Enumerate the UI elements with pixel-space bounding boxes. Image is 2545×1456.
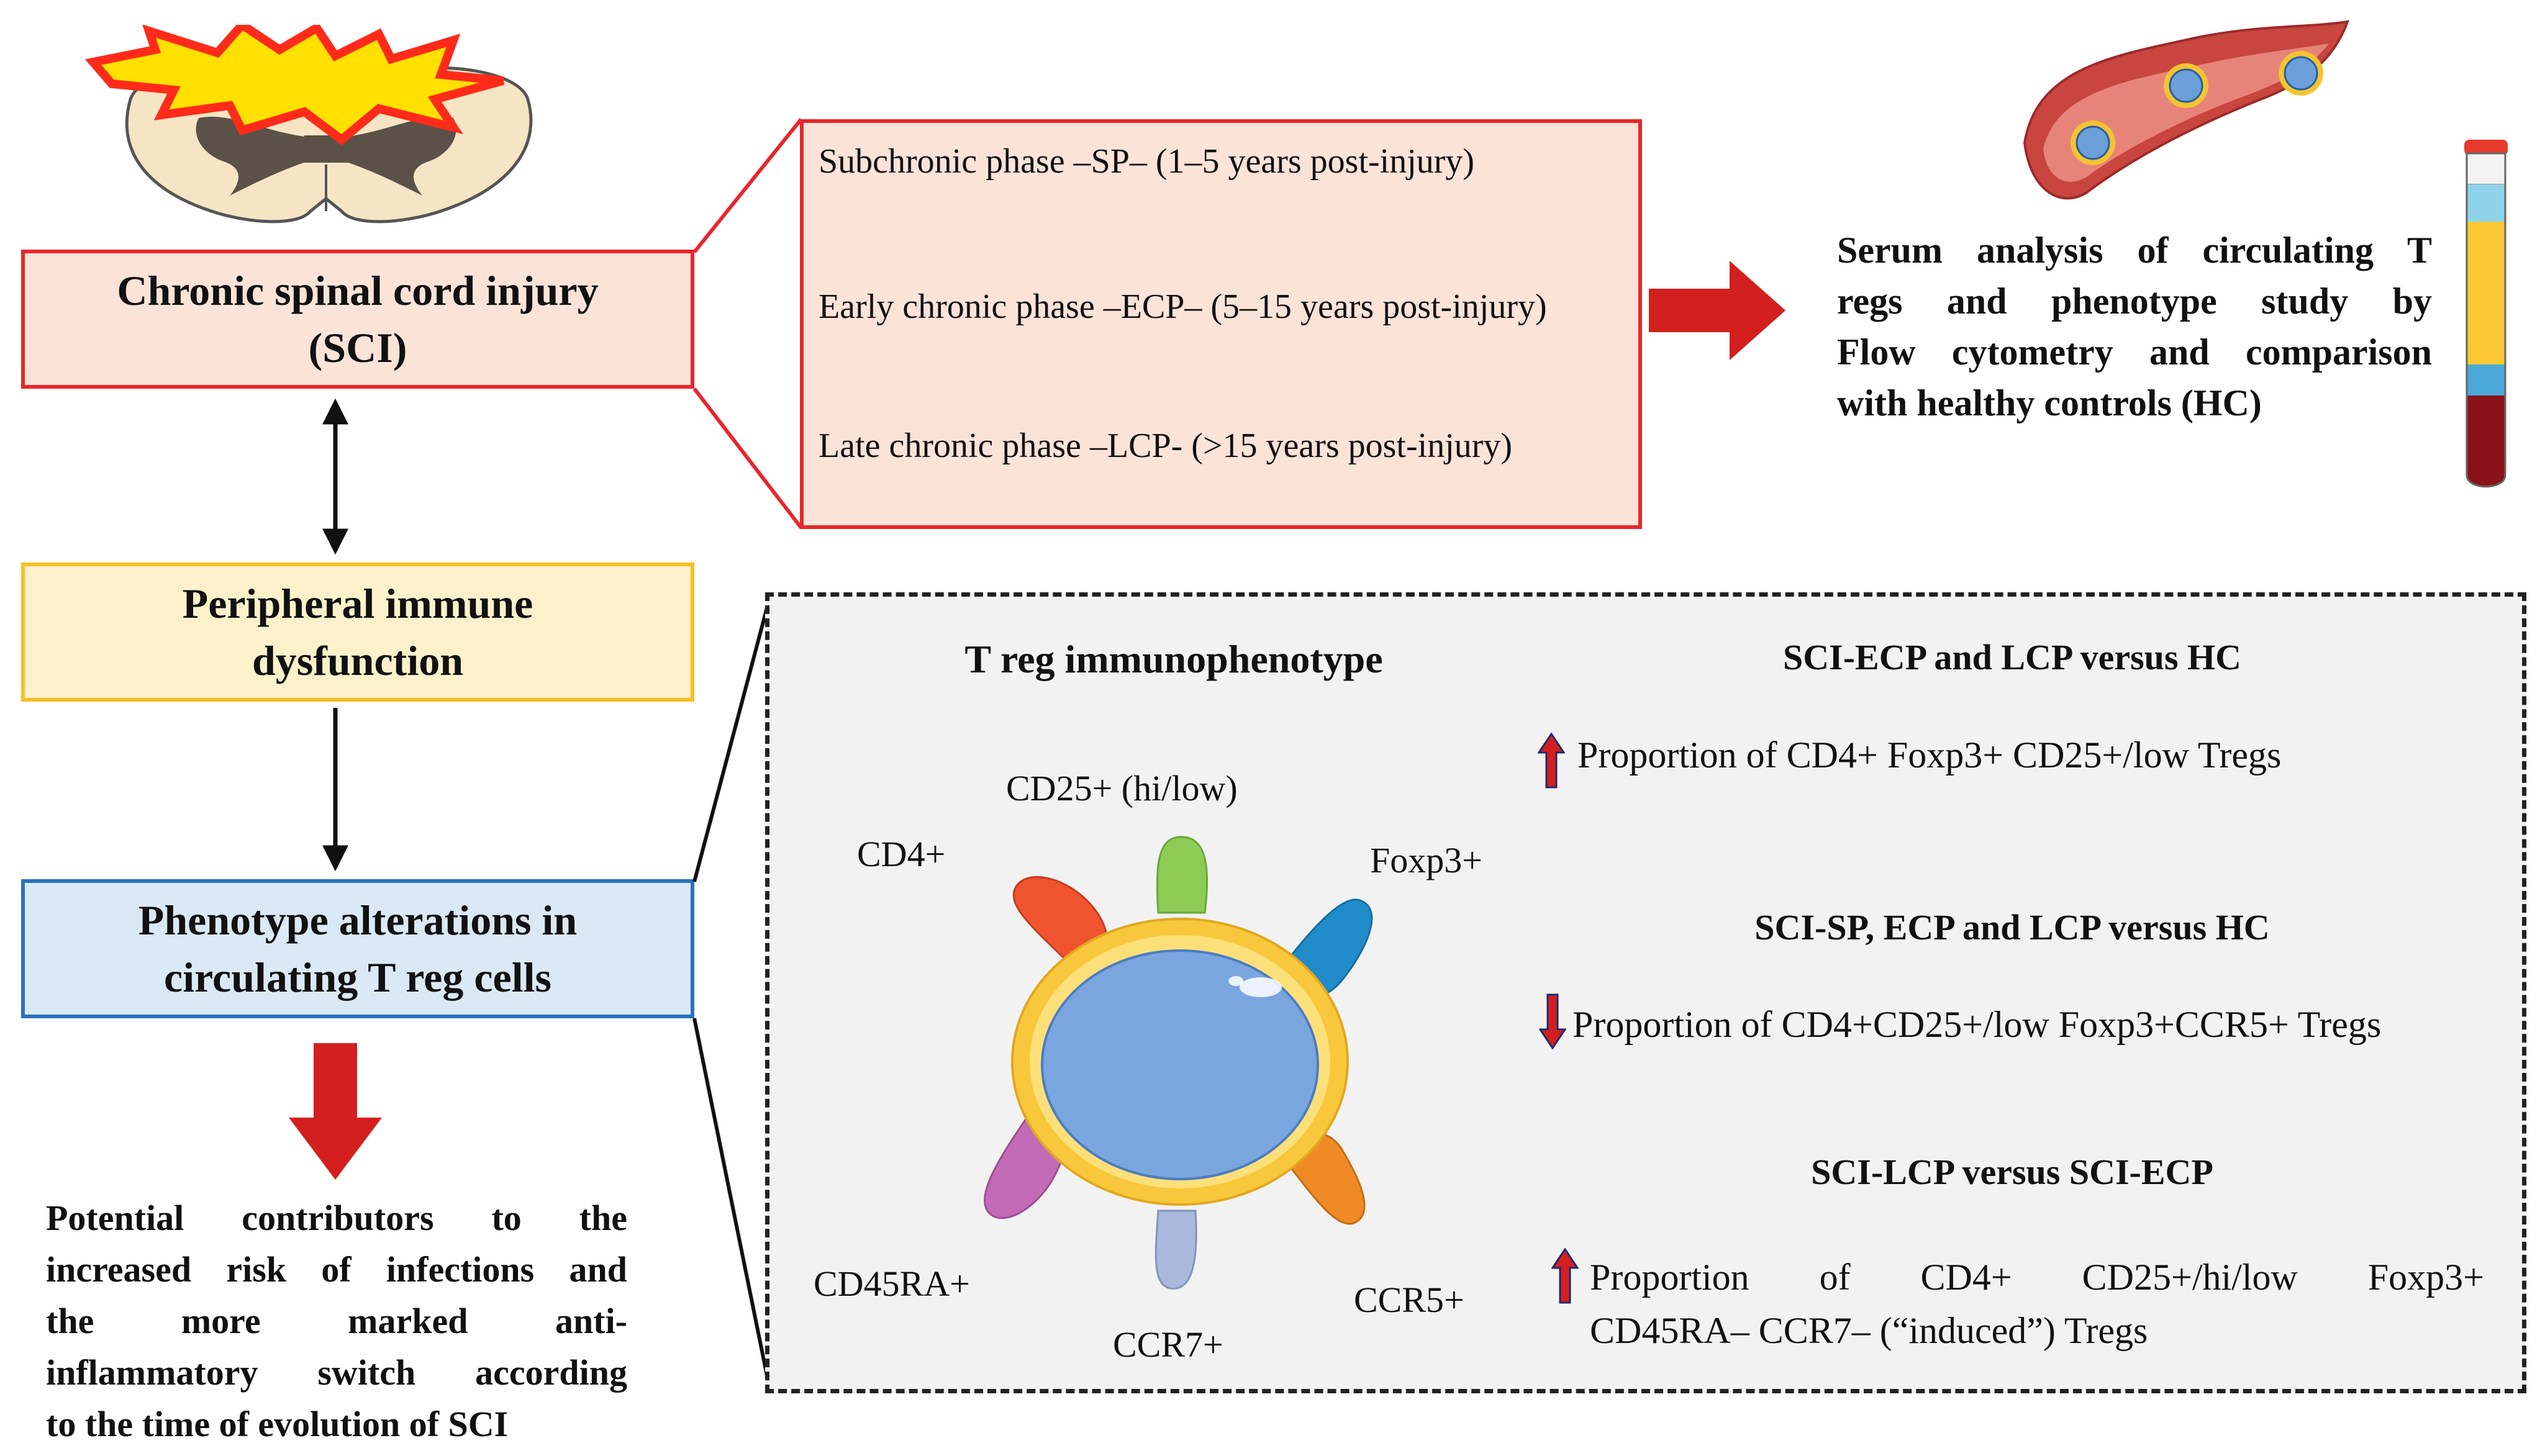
conclusion-text: Potential contributors to the increased … bbox=[46, 1192, 627, 1450]
serum-line-2: regs and phenotype study by bbox=[1837, 281, 2432, 322]
serum-analysis-text: Serum analysis of circulating T regs and… bbox=[1837, 225, 2432, 428]
serum-line-3: Flow cytometry and comparison bbox=[1837, 332, 2432, 373]
vessel-cell-1 bbox=[2071, 120, 2115, 165]
receptor-cd25 bbox=[1156, 836, 1209, 914]
immune-box: Peripheral immune dysfunction bbox=[21, 563, 694, 702]
treg-title: T reg immunophenotype bbox=[964, 637, 1383, 681]
marker-foxp3: Foxp3+ bbox=[1370, 840, 1482, 880]
immune-box-line2: dysfunction bbox=[252, 637, 464, 684]
phase-ecp: Early chronic phase –ECP– (5–15 years po… bbox=[819, 287, 1547, 326]
phases-box: Subchronic phase –SP– (1–5 years post-in… bbox=[800, 119, 1642, 529]
up-arrow-icon bbox=[1551, 1248, 1579, 1304]
conclusion-line-5: to the time of evolution of SCI bbox=[46, 1404, 509, 1444]
finding-3-line-2: CD45RA– CCR7– (“induced”) Tregs bbox=[1590, 1310, 2148, 1351]
serum-line-1: Serum analysis of circulating T bbox=[1837, 230, 2432, 271]
cell-nucleus bbox=[1041, 949, 1319, 1180]
finding-1-heading: SCI-ECP and LCP versus HC bbox=[1782, 637, 2242, 677]
finding-3-line-1: Proportion of CD4+ CD25+/hi/low Foxp3+ bbox=[1590, 1257, 2484, 1298]
conclusion-line-4: inflammatory switch according bbox=[46, 1352, 627, 1393]
finding-3-text: Proportion of CD4+ CD25+/hi/low Foxp3+ C… bbox=[1590, 1250, 2484, 1357]
blood-tube-illustration bbox=[2464, 140, 2508, 488]
blood-vessel-illustration bbox=[2023, 20, 2350, 200]
up-arrow-icon bbox=[1538, 733, 1565, 789]
conclusion-line-3: the more marked anti- bbox=[46, 1301, 627, 1341]
phase-sp: Subchronic phase –SP– (1–5 years post-in… bbox=[819, 142, 1475, 181]
gray-matter bbox=[196, 116, 456, 196]
phenotype-box-line2: circulating T reg cells bbox=[164, 954, 551, 1001]
treg-cell-illustration bbox=[983, 836, 1373, 1290]
conclusion-line-2: increased risk of infections and bbox=[46, 1249, 627, 1290]
down-arrow-icon bbox=[1539, 993, 1566, 1049]
spinal-cord-illustration bbox=[84, 25, 533, 224]
marker-cd25: CD25+ (hi/low) bbox=[1006, 768, 1238, 808]
big-red-right-arrow bbox=[1649, 261, 1785, 360]
sci-box-line2: (SCI) bbox=[308, 324, 407, 371]
phenotype-box-line1: Phenotype alterations in bbox=[138, 897, 578, 944]
marker-ccr5: CCR5+ bbox=[1354, 1280, 1464, 1320]
vessel-cell-2 bbox=[2164, 63, 2208, 108]
sci-box: Chronic spinal cord injury (SCI) bbox=[21, 250, 694, 389]
big-red-down-arrow bbox=[289, 1043, 382, 1180]
marker-ccr7: CCR7+ bbox=[1113, 1324, 1223, 1365]
receptor-ccr7 bbox=[1155, 1210, 1197, 1290]
marker-cd4: CD4+ bbox=[857, 834, 946, 874]
phases-funnel bbox=[692, 118, 803, 529]
sci-box-line1: Chronic spinal cord injury bbox=[117, 267, 599, 314]
phase-lcp: Late chronic phase –LCP- (>15 years post… bbox=[819, 427, 1513, 465]
finding-2-text: Proportion of CD4+CD25+/low Foxp3+CCR5+ … bbox=[1572, 1004, 2382, 1045]
finding-1-text: Proportion of CD4+ Foxp3+ CD25+/low Treg… bbox=[1577, 735, 2282, 775]
marker-cd45ra: CD45RA+ bbox=[814, 1264, 970, 1304]
phenotype-box: Phenotype alterations in circulating T r… bbox=[21, 879, 694, 1018]
serum-line-4: with healthy controls (HC) bbox=[1837, 382, 2262, 423]
finding-2-heading: SCI-SP, ECP and LCP versus HC bbox=[1754, 907, 2270, 947]
finding-3-heading: SCI-LCP versus SCI-ECP bbox=[1811, 1152, 2213, 1192]
conclusion-line-1: Potential contributors to the bbox=[46, 1198, 627, 1238]
vessel-cell-3 bbox=[2279, 51, 2323, 96]
left-connectors bbox=[289, 398, 382, 1180]
injury-burst-icon bbox=[84, 25, 504, 145]
panel-funnel bbox=[692, 595, 772, 1391]
immune-box-line1: Peripheral immune bbox=[182, 580, 533, 627]
